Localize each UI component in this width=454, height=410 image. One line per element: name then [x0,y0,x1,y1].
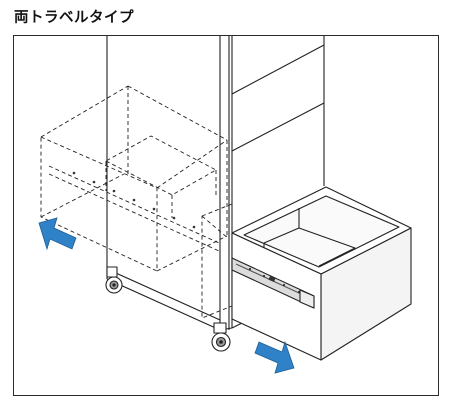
illustration-frame [13,35,439,396]
cabinet-illustration [38,36,412,374]
page-title: 両トラベルタイプ [14,10,134,26]
rail-rivets [72,171,196,229]
caster-right [211,322,231,352]
cabinet-body [106,36,325,331]
arrow-right-icon [254,340,295,374]
caster-left [105,266,123,294]
ghost-drawer-left [40,85,233,319]
arrow-left-icon [38,217,77,251]
drawer-extended-right [231,186,412,361]
